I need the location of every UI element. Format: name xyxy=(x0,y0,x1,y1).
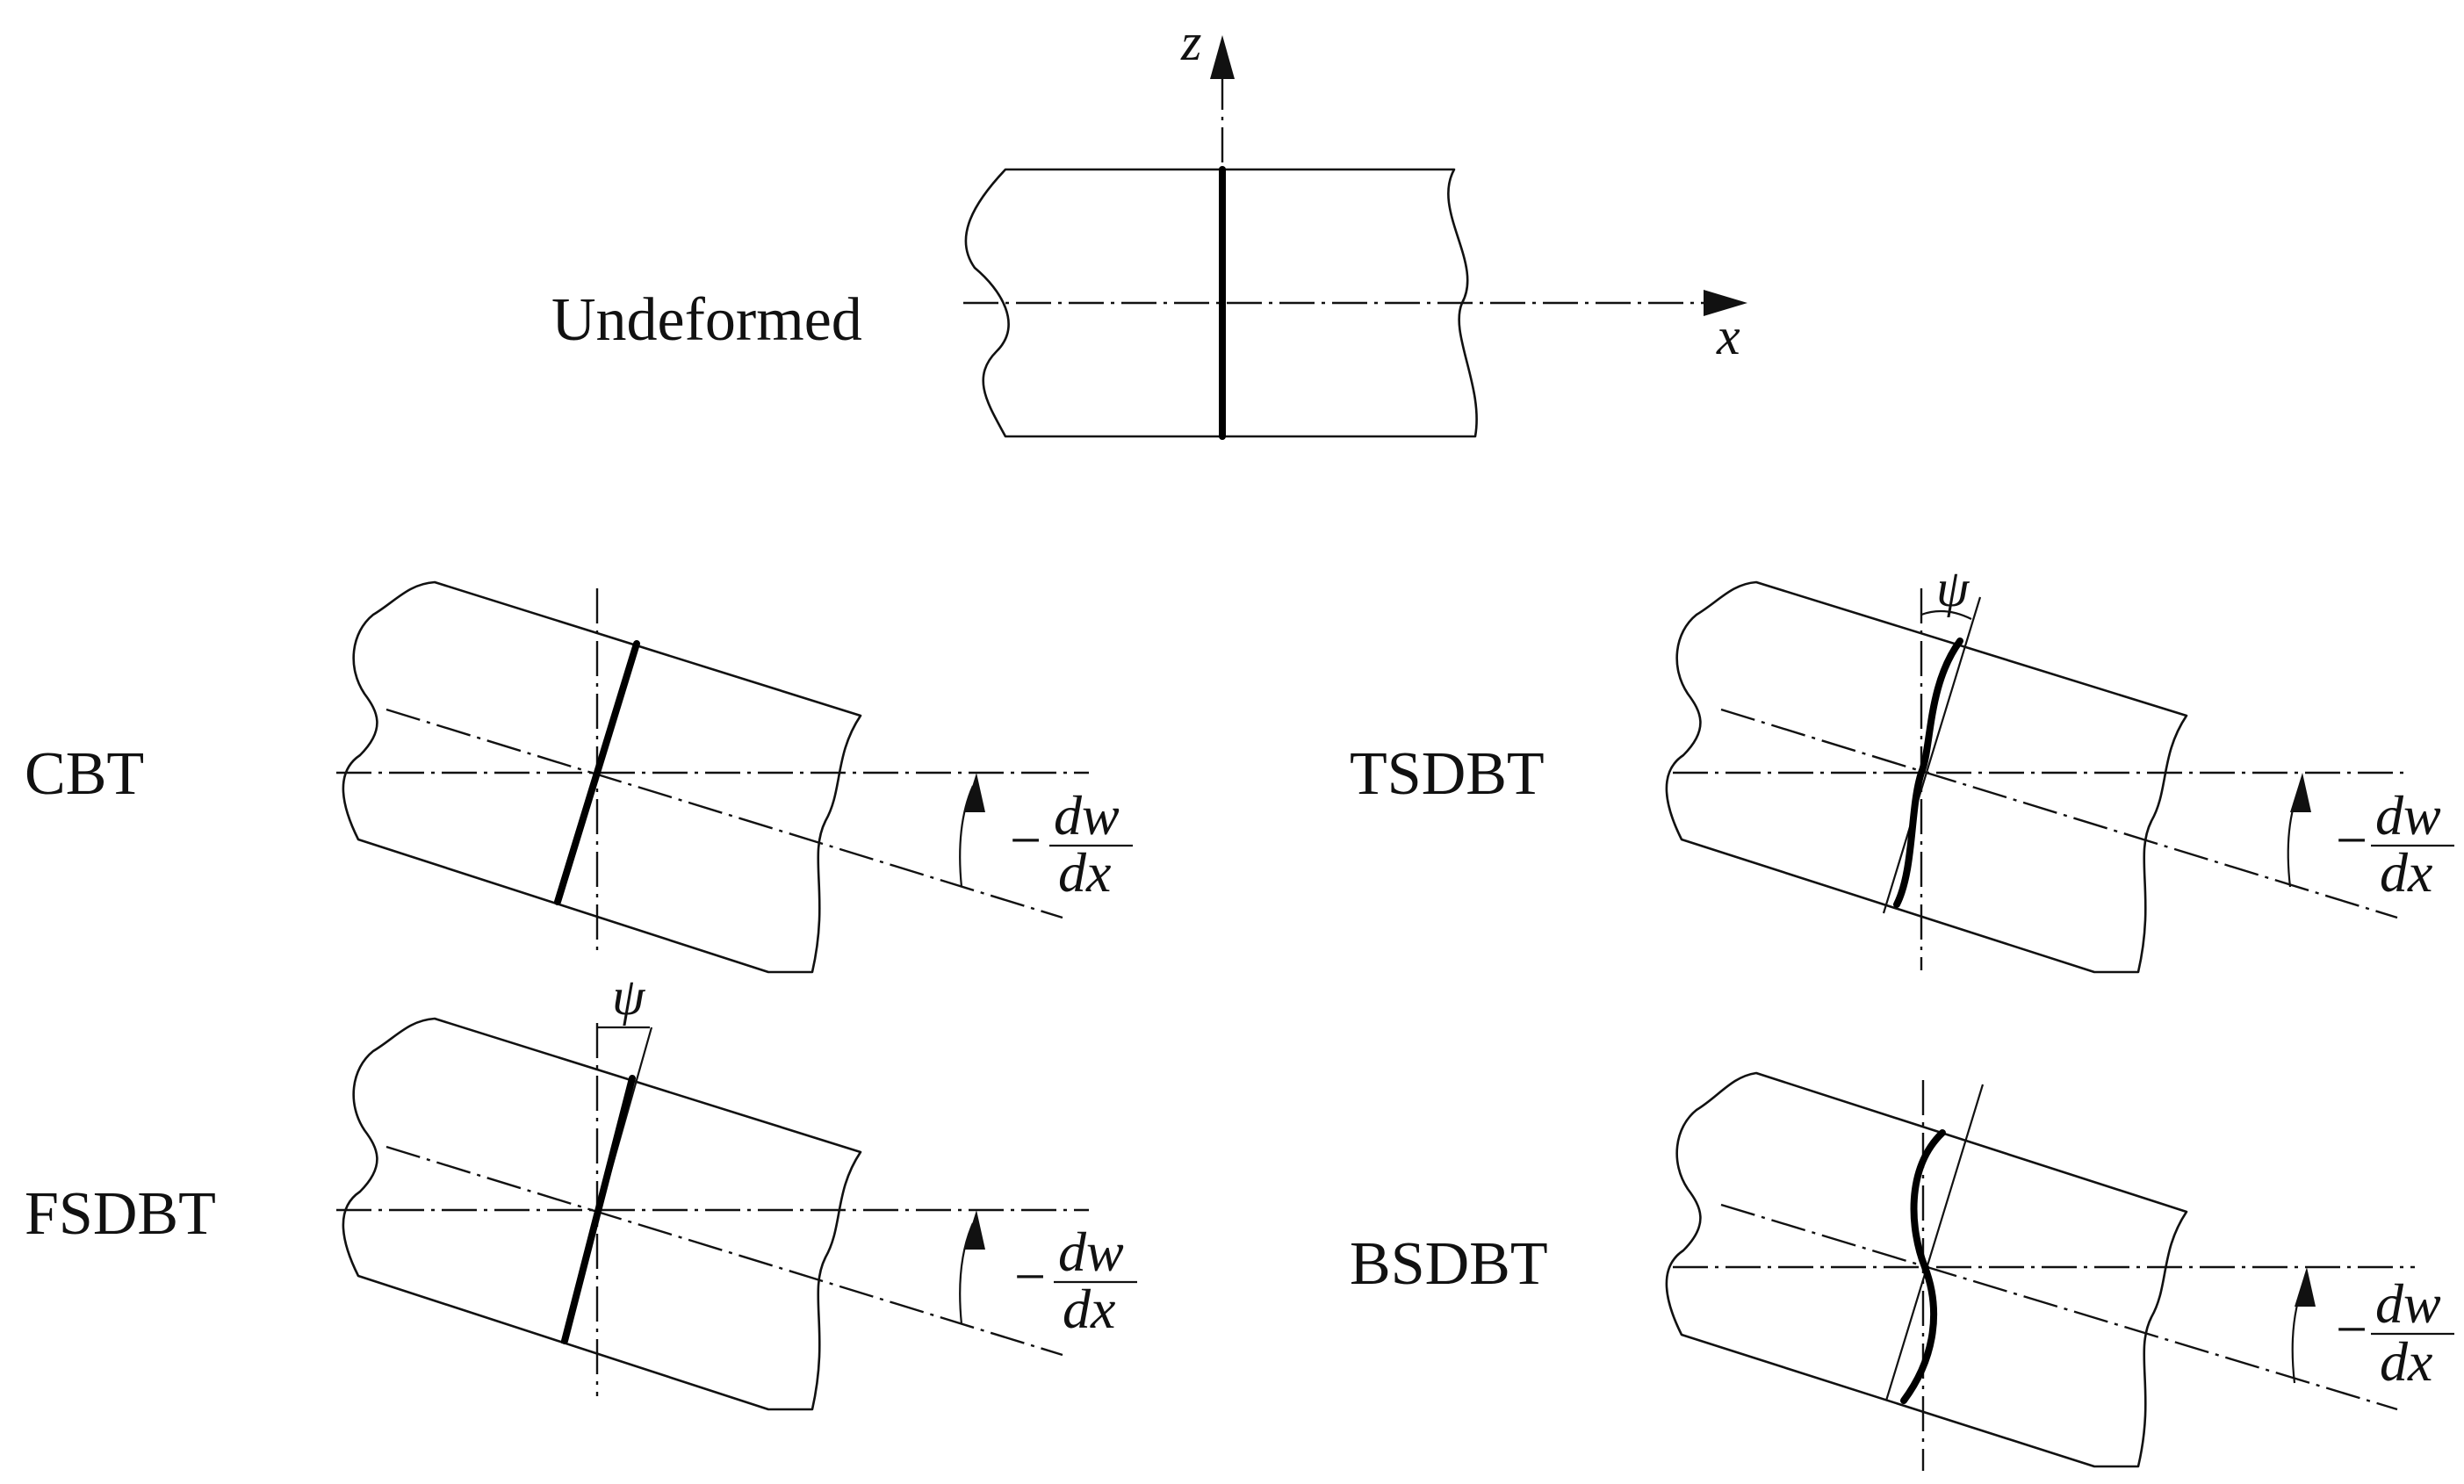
cbt-deformed-axis xyxy=(385,708,1063,919)
z-axis-arrowhead xyxy=(1210,35,1235,79)
tsdbt-rotation-numerator: dw xyxy=(2375,784,2441,846)
tsdbt-psi-arc xyxy=(1920,609,1972,620)
bsdbt-rotation-denominator: dx xyxy=(2380,1330,2432,1393)
tsdbt-cross-section xyxy=(1893,638,1963,908)
cbt-rotation-minus: − xyxy=(1010,809,1041,871)
tsdbt-psi-label: ψ xyxy=(1936,559,1970,617)
cbt-rotation-arc xyxy=(959,785,975,888)
x-axis-label: x xyxy=(1716,307,1740,365)
fsdbt-rotation-denominator: dx xyxy=(1063,1278,1115,1340)
bsdbt-rotation-arrowhead xyxy=(2295,1267,2316,1307)
undeformed-beam-outline xyxy=(964,168,1478,438)
fsdbt-deformed-axis xyxy=(385,1145,1063,1357)
tsdbt-beam-outline xyxy=(1665,580,2188,974)
bsdbt-normal-line xyxy=(1884,1084,1985,1401)
cbt-label: CBT xyxy=(25,740,144,808)
undeformed-label: Undeformed xyxy=(551,286,862,354)
fsdbt-rotation-minus: − xyxy=(1014,1245,1046,1308)
fsdbt-panel: FSDBT ψ − dw dx xyxy=(25,968,1137,1411)
cbt-beam-outline xyxy=(342,580,862,974)
cbt-cross-section xyxy=(554,640,640,905)
fsdbt-beam-outline xyxy=(342,1017,862,1411)
tsdbt-rotation-arrowhead xyxy=(2290,773,2311,812)
cbt-rotation-numerator: dw xyxy=(1054,784,1120,846)
tsdbt-panel: TSDBT ψ − dw dx xyxy=(1350,559,2454,974)
tsdbt-label: TSDBT xyxy=(1350,740,1545,808)
bsdbt-rotation-numerator: dw xyxy=(2375,1272,2441,1335)
tsdbt-normal-line xyxy=(1882,596,1982,914)
x-axis-arrowhead xyxy=(1704,290,1747,316)
bsdbt-beam-outline xyxy=(1665,1071,2188,1468)
cbt-rotation-denominator: dx xyxy=(1058,841,1111,904)
tsdbt-rotation-minus: − xyxy=(2336,809,2367,871)
z-axis-label: z xyxy=(1180,13,1201,71)
bsdbt-cross-section xyxy=(1900,1129,1946,1404)
tsdbt-rotation-denominator: dx xyxy=(2380,841,2432,904)
bsdbt-deformed-axis xyxy=(1720,1203,2398,1411)
fsdbt-rotation-arc xyxy=(959,1222,975,1325)
undeformed-panel: Undeformed x z xyxy=(551,13,1747,440)
bsdbt-panel: BSDBT − dw dx xyxy=(1350,1071,2454,1471)
cbt-panel: CBT − dw dx xyxy=(25,580,1133,974)
fsdbt-label: FSDBT xyxy=(25,1180,216,1248)
cbt-rotation-arrowhead xyxy=(964,773,985,812)
fsdbt-psi-label: ψ xyxy=(612,968,646,1026)
bsdbt-label: BSDBT xyxy=(1350,1230,1548,1298)
fsdbt-rotation-arrowhead xyxy=(964,1210,985,1250)
fsdbt-cross-section xyxy=(561,1075,636,1344)
tsdbt-deformed-axis xyxy=(1720,708,2398,919)
bsdbt-rotation-minus: − xyxy=(2336,1298,2367,1360)
fsdbt-rotation-numerator: dw xyxy=(1058,1221,1124,1283)
